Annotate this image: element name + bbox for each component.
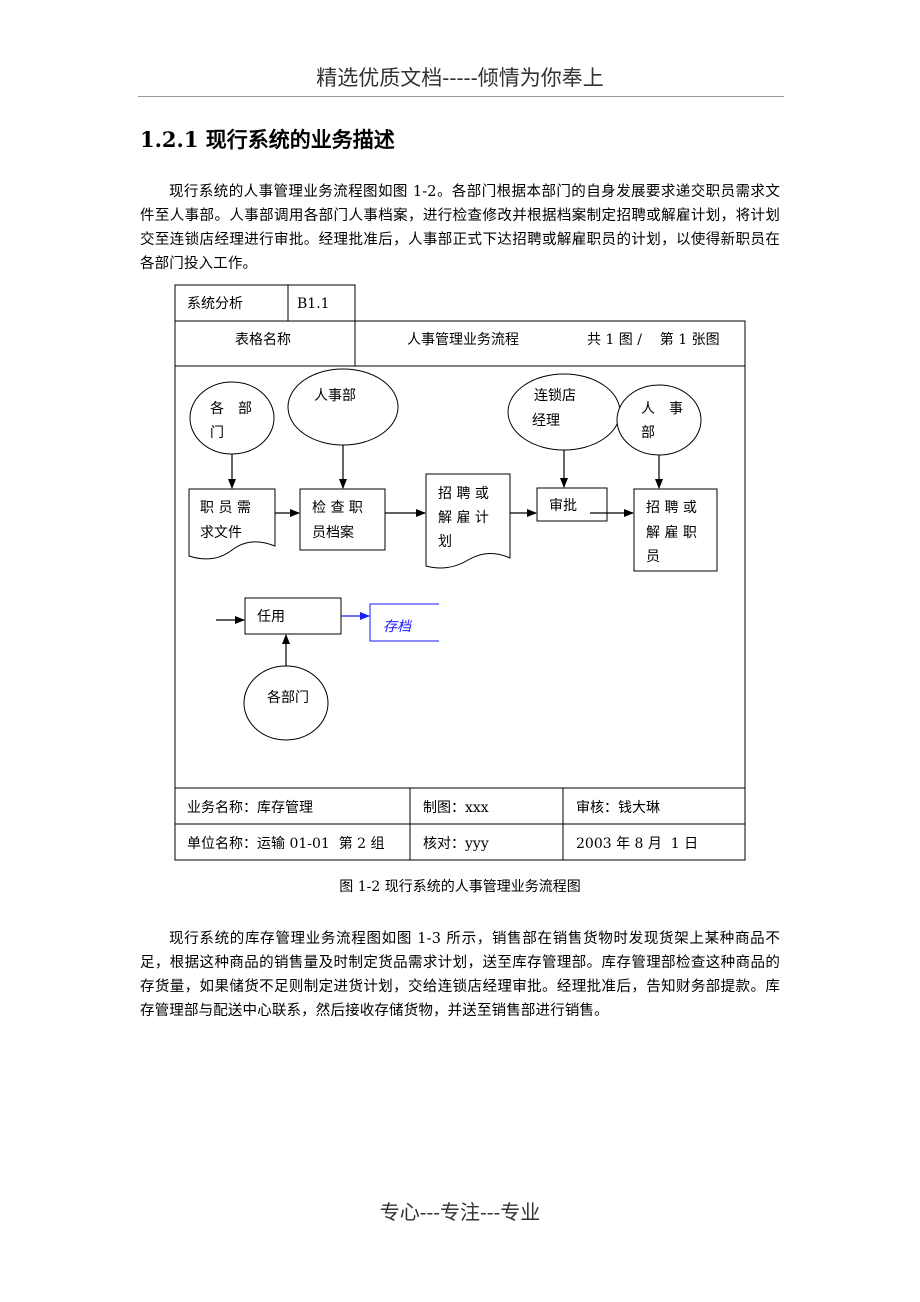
entity-hr-1-label: 人事部	[314, 388, 356, 404]
process-hire-label: 任用	[257, 609, 285, 625]
doc-staff-label-2: 求文件	[200, 525, 242, 541]
entity-dept-1-label-2: 门	[210, 425, 224, 441]
business-name: 业务名称：库存管理	[187, 800, 313, 816]
paragraph-inventory-description: 现行系统的库存管理业务流程图如图 1-3 所示，销售部在销售货物时发现货架上某种…	[140, 931, 780, 1019]
doc-hire-fire-plan	[425, 473, 511, 569]
process-approve-label: 审批	[549, 498, 577, 514]
page-info: 共 1 图 / 第 1 张图	[587, 331, 720, 348]
drawn-by: 制图：xxx	[423, 800, 489, 816]
process-check-label-2: 员档案	[312, 524, 354, 541]
entity-hr-1	[287, 368, 399, 446]
datastore-archive-label: 存档	[383, 619, 413, 635]
entity-hr-2-label-2: 部	[641, 425, 655, 441]
entity-manager-label-2: 经理	[532, 413, 560, 429]
entity-store-manager	[507, 373, 621, 451]
form-frame	[174, 284, 746, 861]
doc-staff-requirement	[188, 488, 276, 560]
doc-staff-label: 职 员 需	[200, 500, 251, 516]
process-issue-label-3: 员	[646, 549, 660, 565]
hr-flowchart-form: 系统分析 B1.1 表格名称 人事管理业务流程 共 1 图 / 第 1 张图 业…	[174, 284, 746, 861]
process-issue-hire-fire	[633, 488, 718, 572]
section-title: 1.2.1 现行系统的业务描述	[140, 127, 395, 152]
page-footer: 专心---专注---专业	[379, 1200, 541, 1224]
header-divider	[138, 96, 784, 97]
process-hire	[244, 597, 342, 635]
process-issue-label-2: 解 雇 职	[646, 524, 697, 541]
reviewed-by: 审核：钱大琳	[576, 800, 660, 816]
system-code: B1.1	[297, 296, 330, 312]
doc-plan-label: 招 聘 或	[438, 486, 489, 502]
process-issue-label: 招 聘 或	[646, 500, 697, 516]
process-check-label: 检 查 职	[312, 500, 363, 516]
entity-dept-1	[189, 381, 275, 455]
form-name-label: 表格名称	[235, 332, 291, 348]
entity-hr-2	[616, 384, 702, 456]
figure-caption: 图 1-2 现行系统的人事管理业务流程图	[339, 879, 581, 895]
paragraph-hr-description: 现行系统的人事管理业务流程图如图 1-2。各部门根据本部门的自身发展要求递交职员…	[140, 184, 780, 272]
entity-dept-3-label: 各部门	[267, 690, 309, 706]
doc-plan-label-3: 划	[438, 534, 452, 550]
doc-plan-label-2: 解 雇 计	[438, 509, 489, 526]
system-label: 系统分析	[187, 296, 243, 312]
datastore-archive	[369, 603, 439, 642]
process-approve	[536, 487, 608, 522]
date: 2003 年 8 月 1 日	[576, 836, 698, 852]
page-header: 精选优质文档-----倾情为你奉上	[316, 66, 604, 90]
entity-dept-1-label: 各 部	[210, 401, 252, 417]
entity-hr-2-label: 人 事	[641, 401, 683, 417]
process-check-files	[299, 488, 386, 551]
form-name-value: 人事管理业务流程	[407, 332, 519, 348]
unit-name: 单位名称：运输 01-01 第 2 组	[187, 835, 385, 852]
checked-by: 核对：yyy	[423, 836, 489, 852]
entity-manager-label: 连锁店	[534, 388, 576, 404]
